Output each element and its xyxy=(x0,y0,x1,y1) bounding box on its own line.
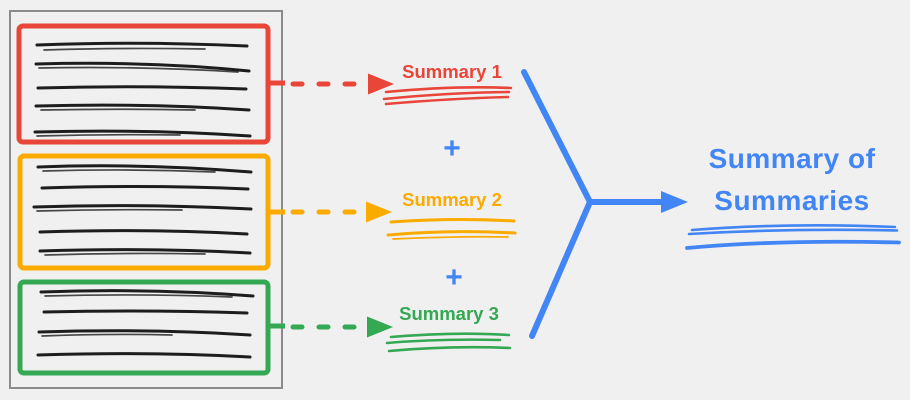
text-scribble-line xyxy=(35,41,249,48)
underline-scribble xyxy=(389,217,516,224)
text-scribble-line xyxy=(32,204,253,211)
text-scribble-line xyxy=(34,103,251,112)
merge-arrow xyxy=(521,69,688,339)
summary-2-label: Summary 2 xyxy=(402,189,502,210)
underline-scribble xyxy=(386,230,517,237)
arrowhead-icon xyxy=(366,201,392,223)
underline-scribble xyxy=(385,338,502,345)
text-scribble-line xyxy=(33,129,252,138)
result-underline xyxy=(685,224,901,250)
text-scribble-line xyxy=(40,184,250,191)
underline-scribble xyxy=(382,90,511,101)
merge-line-bottom xyxy=(529,199,593,339)
text-scribble-line xyxy=(40,108,196,111)
underline-scribble xyxy=(384,86,513,94)
text-scribble-line xyxy=(36,164,253,174)
text-scribble-line xyxy=(42,169,216,173)
text-scribble-line xyxy=(42,309,249,315)
result-title-line-2: Summaries xyxy=(714,185,869,216)
text-scribble-line xyxy=(39,289,255,298)
result-title-line-1: Summary of xyxy=(709,143,876,174)
text-scribble-line xyxy=(38,66,239,73)
arrowhead-icon xyxy=(367,316,393,338)
document-chunk-3 xyxy=(17,279,271,376)
dashed-arrow-orange xyxy=(268,201,392,223)
text-scribble-line xyxy=(38,229,249,236)
underline-scribble xyxy=(685,239,901,250)
text-scribble-line xyxy=(43,47,206,51)
underline-scribble xyxy=(392,235,509,240)
arrowhead-icon xyxy=(368,73,394,95)
text-scribble-line xyxy=(36,85,248,91)
document-chunk-2 xyxy=(17,153,271,271)
document-outline xyxy=(9,10,283,389)
underline-scribble xyxy=(687,228,899,236)
merge-line-top xyxy=(521,69,667,205)
text-scribble-line xyxy=(37,329,252,337)
text-scribble-line xyxy=(36,208,183,212)
text-scribble-line xyxy=(36,352,252,359)
underline-scribble xyxy=(384,95,510,106)
text-scribble-line xyxy=(36,133,181,137)
underline-scribble xyxy=(387,345,512,353)
summary-3-underline xyxy=(385,332,512,353)
text-scribble-line xyxy=(34,61,251,73)
plus-operator-1: + xyxy=(443,132,461,165)
dashed-arrow-green xyxy=(268,316,393,338)
text-scribble-line xyxy=(38,248,252,255)
document-chunk-1 xyxy=(16,23,271,145)
summary-3-label: Summary 3 xyxy=(399,303,499,324)
summary-2-underline xyxy=(386,217,517,240)
plus-operator-2: + xyxy=(445,261,463,294)
text-scribble-line xyxy=(44,252,206,256)
summary-1-label: Summary 1 xyxy=(402,61,502,82)
arrowhead-icon xyxy=(661,191,688,213)
text-scribble-line xyxy=(41,333,173,337)
underline-scribble xyxy=(690,224,897,232)
underline-scribble xyxy=(389,332,511,339)
dashed-arrow-red xyxy=(266,73,394,95)
text-scribble-line xyxy=(44,294,233,298)
summary-1-underline xyxy=(382,86,513,106)
